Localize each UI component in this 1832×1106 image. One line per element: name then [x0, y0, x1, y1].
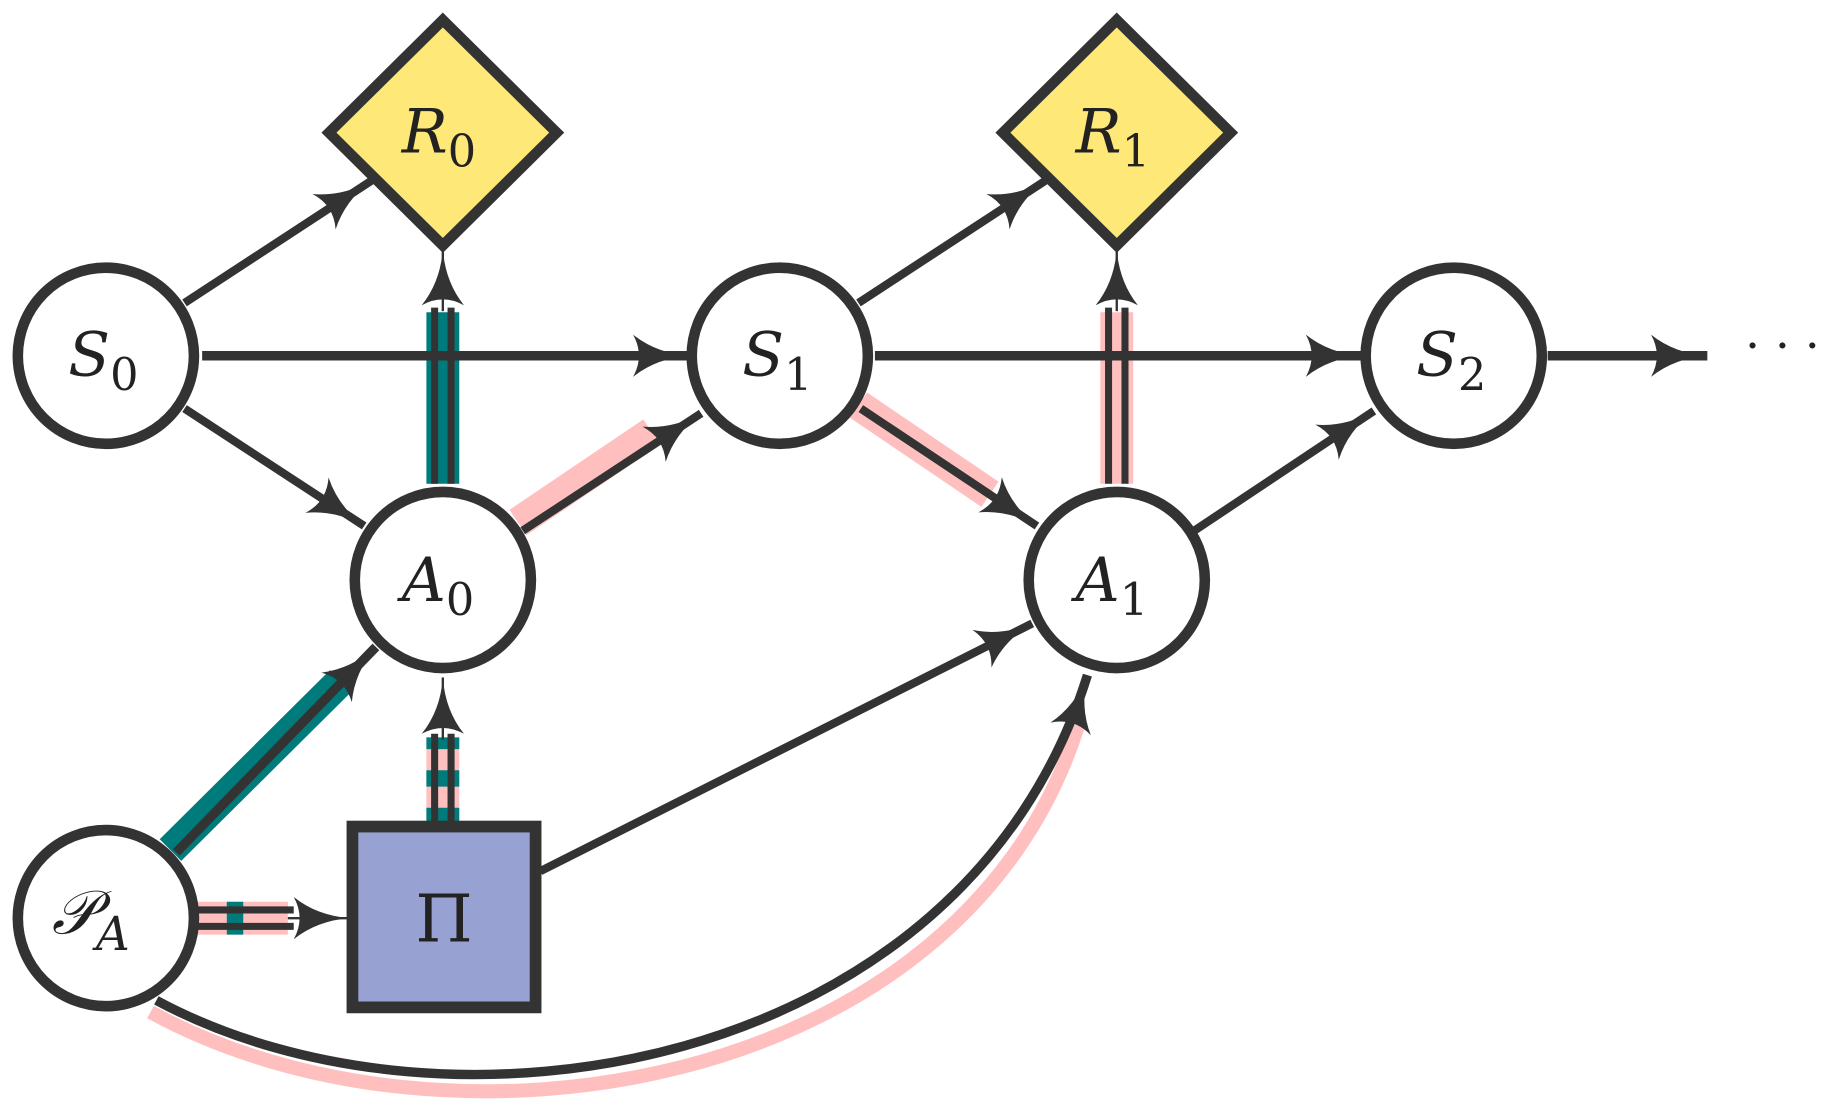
edge-pi-a1 [538, 619, 1035, 875]
label-r0: R0 [401, 97, 476, 178]
label-pi: Π [415, 881, 472, 958]
edge-s1-a1 [858, 405, 1040, 530]
label-a1: A1 [1071, 545, 1148, 626]
edge-s0-r0 [182, 177, 374, 307]
action-node-a0 [349, 486, 537, 674]
labels: R0 R1 S0 S1 S2 A0 A1 𝒫A Π · · · [52, 97, 1820, 962]
label-s0: S0 [68, 320, 138, 401]
state-node-s2 [1360, 262, 1548, 450]
label-r1: R1 [1075, 97, 1150, 178]
highlight-pa-a1-curve [147, 723, 1085, 1099]
state-node-s1 [686, 262, 874, 450]
edge-a1-s2 [1191, 407, 1377, 535]
reward-node-r1 [995, 12, 1239, 253]
edge-s0-a0 [182, 405, 367, 530]
label-a0: A0 [397, 545, 474, 626]
edges [154, 177, 1708, 1080]
edge-a0-s1 [520, 409, 704, 535]
nodes [12, 12, 1548, 1014]
state-node-s0 [12, 262, 200, 450]
policy-node-pi [346, 820, 542, 1014]
label-s2: S2 [1416, 320, 1486, 401]
edge-pa-a1-curve [154, 673, 1092, 1080]
highlight-a0-s1 [509, 419, 661, 536]
edge-s1-r1 [856, 177, 1048, 307]
action-node-a1 [1023, 486, 1211, 674]
highlights [147, 312, 1134, 1099]
edge-pa-a0 [172, 643, 380, 856]
label-s1: S1 [742, 320, 812, 401]
prior-node-pa [12, 824, 200, 1012]
continuation-ellipsis: · · · [1745, 319, 1820, 374]
reward-node-r0 [321, 12, 565, 253]
